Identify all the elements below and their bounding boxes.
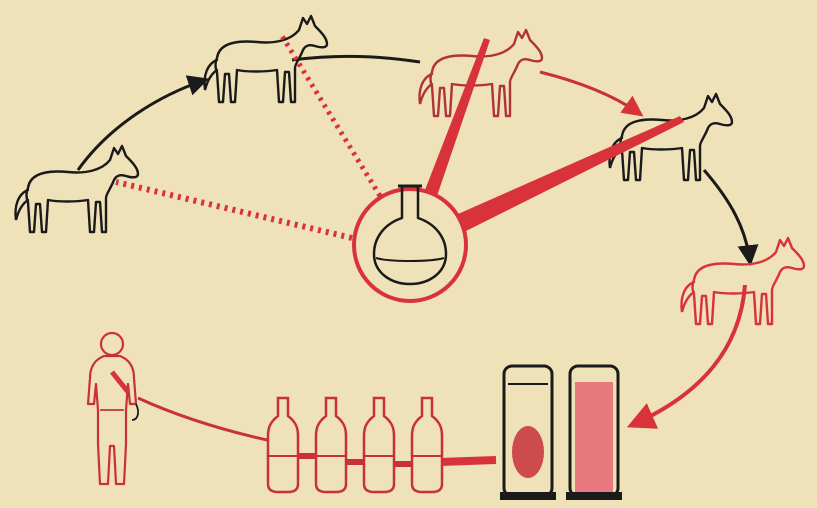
horse-icon — [16, 146, 139, 232]
human-figure-icon — [88, 333, 138, 484]
serum-bottle-icon — [364, 398, 394, 492]
injection-ray-wedge-2 — [458, 116, 684, 232]
cycle-arrow-3 — [540, 72, 640, 114]
cycle-arrow-5 — [632, 285, 745, 425]
injection-ray-dotted-1 — [116, 182, 352, 238]
flask-icon — [354, 186, 466, 301]
serum-bottle-icon — [316, 398, 346, 492]
horse-icon — [420, 30, 543, 116]
serum-bottle-icon — [268, 398, 298, 492]
serum-transfer-line — [440, 460, 496, 462]
serum-bottle-icon — [412, 398, 442, 492]
cycle-arrow-2 — [292, 56, 420, 62]
cycle-arrow-1 — [78, 80, 205, 170]
cycle-arrow-4 — [704, 170, 750, 262]
graduated-cylinder-icon — [500, 366, 556, 500]
graduated-cylinder-icon — [566, 366, 622, 500]
cycle-arrow-6 — [138, 398, 276, 442]
